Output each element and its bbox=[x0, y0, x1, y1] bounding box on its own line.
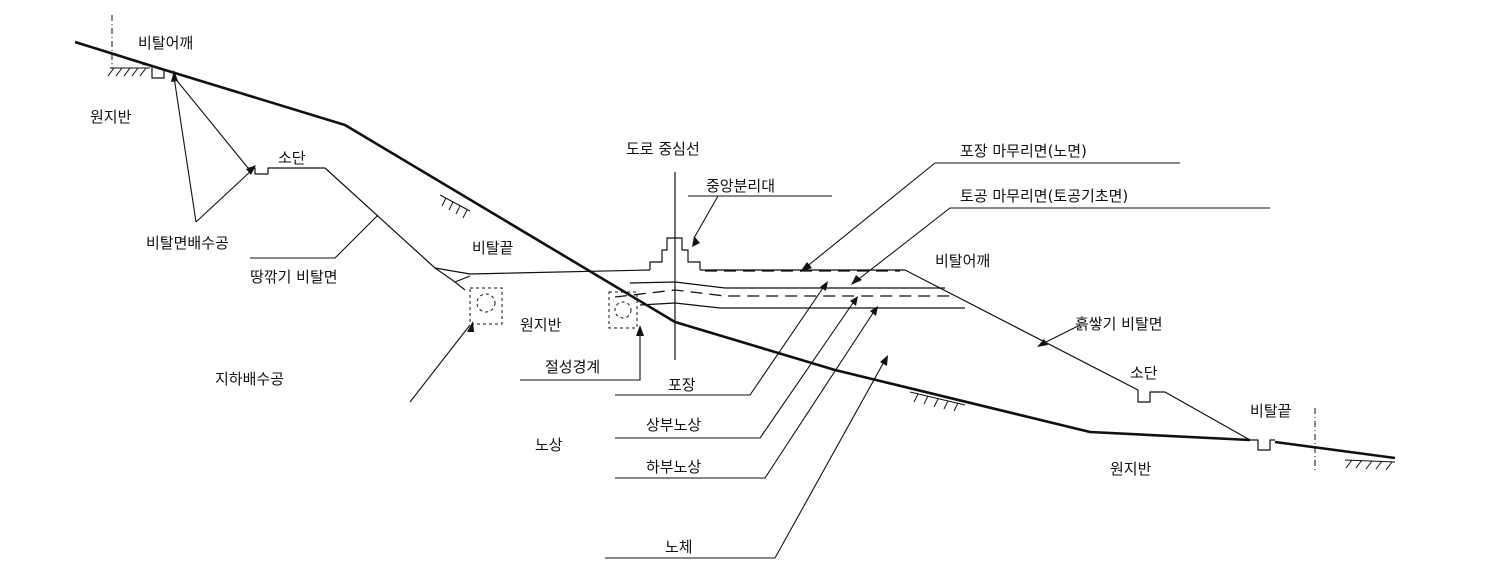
label-toe-left: 비탈끝 bbox=[472, 239, 514, 257]
label-toe-right: 비탈끝 bbox=[1250, 402, 1292, 420]
label-original-ground-left: 원지반 bbox=[90, 108, 132, 126]
original-ground-line-right bbox=[1274, 440, 1396, 460]
label-berm-right: 소단 bbox=[1130, 364, 1158, 382]
label-cut-slope: 땅깎기 비탈면 bbox=[250, 268, 338, 286]
label-pavement-finish: 포장 마무리면(노면) bbox=[960, 142, 1087, 160]
subsurface-drain-left-pipe bbox=[476, 293, 496, 313]
label-subsurface-drain: 지하배수공 bbox=[215, 370, 284, 388]
label-berm-left: 소단 bbox=[278, 149, 306, 167]
pavement-finish-left-lower bbox=[454, 275, 471, 283]
leader-lines bbox=[173, 76, 1270, 559]
label-upper-subgrade: 상부노상 bbox=[646, 416, 701, 434]
hatch-right bbox=[1344, 459, 1396, 471]
subgrade-line bbox=[639, 302, 965, 309]
label-shoulder-top-left: 비탈어깨 bbox=[138, 34, 193, 52]
toe-drain-right bbox=[1250, 439, 1275, 451]
pavement-base-line bbox=[629, 281, 945, 289]
hatch-fill-ground bbox=[909, 391, 966, 412]
cut-slope-line bbox=[248, 167, 466, 291]
label-shoulder-right: 비탈어깨 bbox=[935, 252, 990, 270]
subsurface-drain-left-box bbox=[469, 287, 503, 325]
label-original-ground-center: 원지반 bbox=[520, 316, 562, 334]
leader-arrowheads bbox=[171, 70, 1048, 366]
original-ground-line bbox=[74, 40, 1251, 442]
fill-slope-line bbox=[904, 269, 1251, 441]
subsurface-drain-center-box bbox=[608, 291, 638, 329]
label-median: 중앙분리대 bbox=[706, 177, 775, 195]
earthwork-finish-line bbox=[614, 289, 950, 298]
label-subgrade: 노상 bbox=[535, 436, 563, 454]
label-pavement: 포장 bbox=[668, 376, 696, 394]
label-lower-subgrade: 하부노상 bbox=[646, 458, 701, 476]
label-slope-drain: 비탈면배수공 bbox=[146, 234, 229, 252]
label-cut-fill-boundary: 절성경계 bbox=[545, 358, 600, 376]
subsurface-drain-center-pipe bbox=[614, 301, 632, 319]
label-fill-slope: 흙쌓기 비탈면 bbox=[1075, 315, 1163, 333]
hatch-top-left bbox=[107, 67, 150, 77]
label-embankment: 노체 bbox=[665, 538, 693, 556]
label-earthwork-finish: 토공 마무리면(토공기초면) bbox=[960, 187, 1128, 205]
pavement-finish-left bbox=[434, 267, 651, 275]
label-road-centerline: 도로 중심선 bbox=[626, 140, 700, 158]
hatch-cut-slope bbox=[439, 194, 471, 219]
label-original-ground-right: 원지반 bbox=[1110, 460, 1152, 478]
top-slope-drain bbox=[141, 63, 165, 79]
